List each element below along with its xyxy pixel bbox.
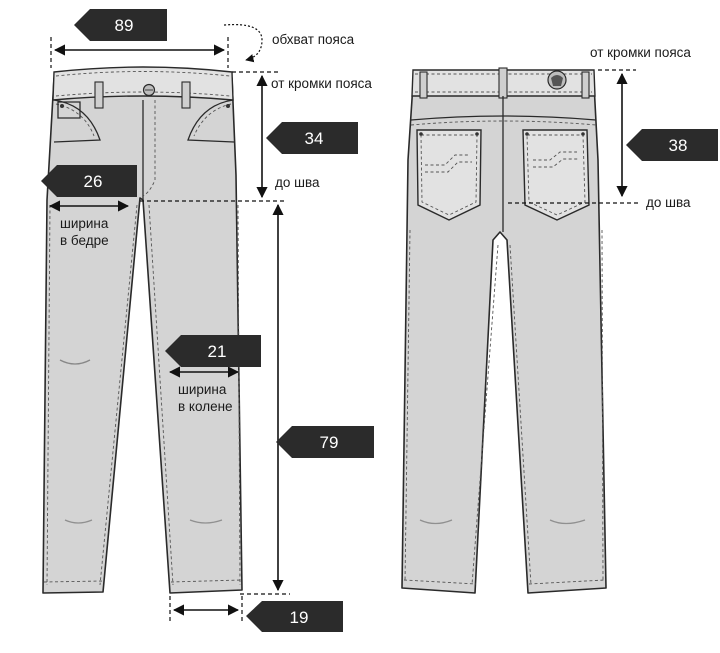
label-to-seam-back: до шва <box>646 195 691 210</box>
tag-shape <box>246 601 343 632</box>
tag-knee-value: 21 <box>208 342 227 361</box>
tag-back-rise-value: 38 <box>669 136 688 155</box>
emblem-icon <box>547 70 567 90</box>
tag-back-rise: 38 <box>626 129 718 161</box>
measurement-lines <box>48 23 638 622</box>
label-waist-circumference: обхват пояса <box>272 32 355 47</box>
tag-inseam: 79 <box>276 426 374 458</box>
tag-front-rise: 34 <box>266 122 358 154</box>
tag-leg-opening-value: 19 <box>290 608 309 627</box>
back-view-jeans <box>401 67 607 594</box>
tag-thigh-value: 26 <box>84 172 103 191</box>
belt-loop <box>419 71 428 99</box>
tag-front-rise-value: 34 <box>305 129 324 148</box>
label-from-waistband-back: от кромки пояса <box>590 45 691 60</box>
belt-loop <box>498 67 508 99</box>
tag-shape <box>41 165 137 197</box>
label-knee-line2: в колене <box>178 399 233 414</box>
label-from-waistband-front: от кромки пояса <box>271 76 372 91</box>
belt-loop <box>94 81 104 109</box>
tag-waist-value: 89 <box>115 16 134 35</box>
front-waistband <box>52 66 234 101</box>
tag-shape <box>626 129 718 161</box>
tag-shape <box>266 122 358 154</box>
label-thigh-line1: ширина <box>60 216 109 231</box>
label-thigh-line2: в бедре <box>60 233 109 248</box>
tag-inseam-value: 79 <box>320 433 339 452</box>
label-to-seam-front: до шва <box>275 175 320 190</box>
tag-waist: 89 <box>74 9 167 41</box>
belt-loop <box>581 71 590 99</box>
tag-knee: 21 <box>165 335 261 367</box>
front-view-jeans <box>42 66 243 594</box>
tag-shape <box>74 9 167 41</box>
back-pocket-right <box>522 129 590 221</box>
tag-shape <box>165 335 261 367</box>
label-knee-line1: ширина <box>178 382 227 397</box>
back-pocket-left <box>416 129 482 221</box>
tag-thigh: 26 <box>41 165 137 197</box>
tag-shape <box>276 426 374 458</box>
tag-leg-opening: 19 <box>246 601 343 632</box>
belt-loop <box>181 81 191 109</box>
